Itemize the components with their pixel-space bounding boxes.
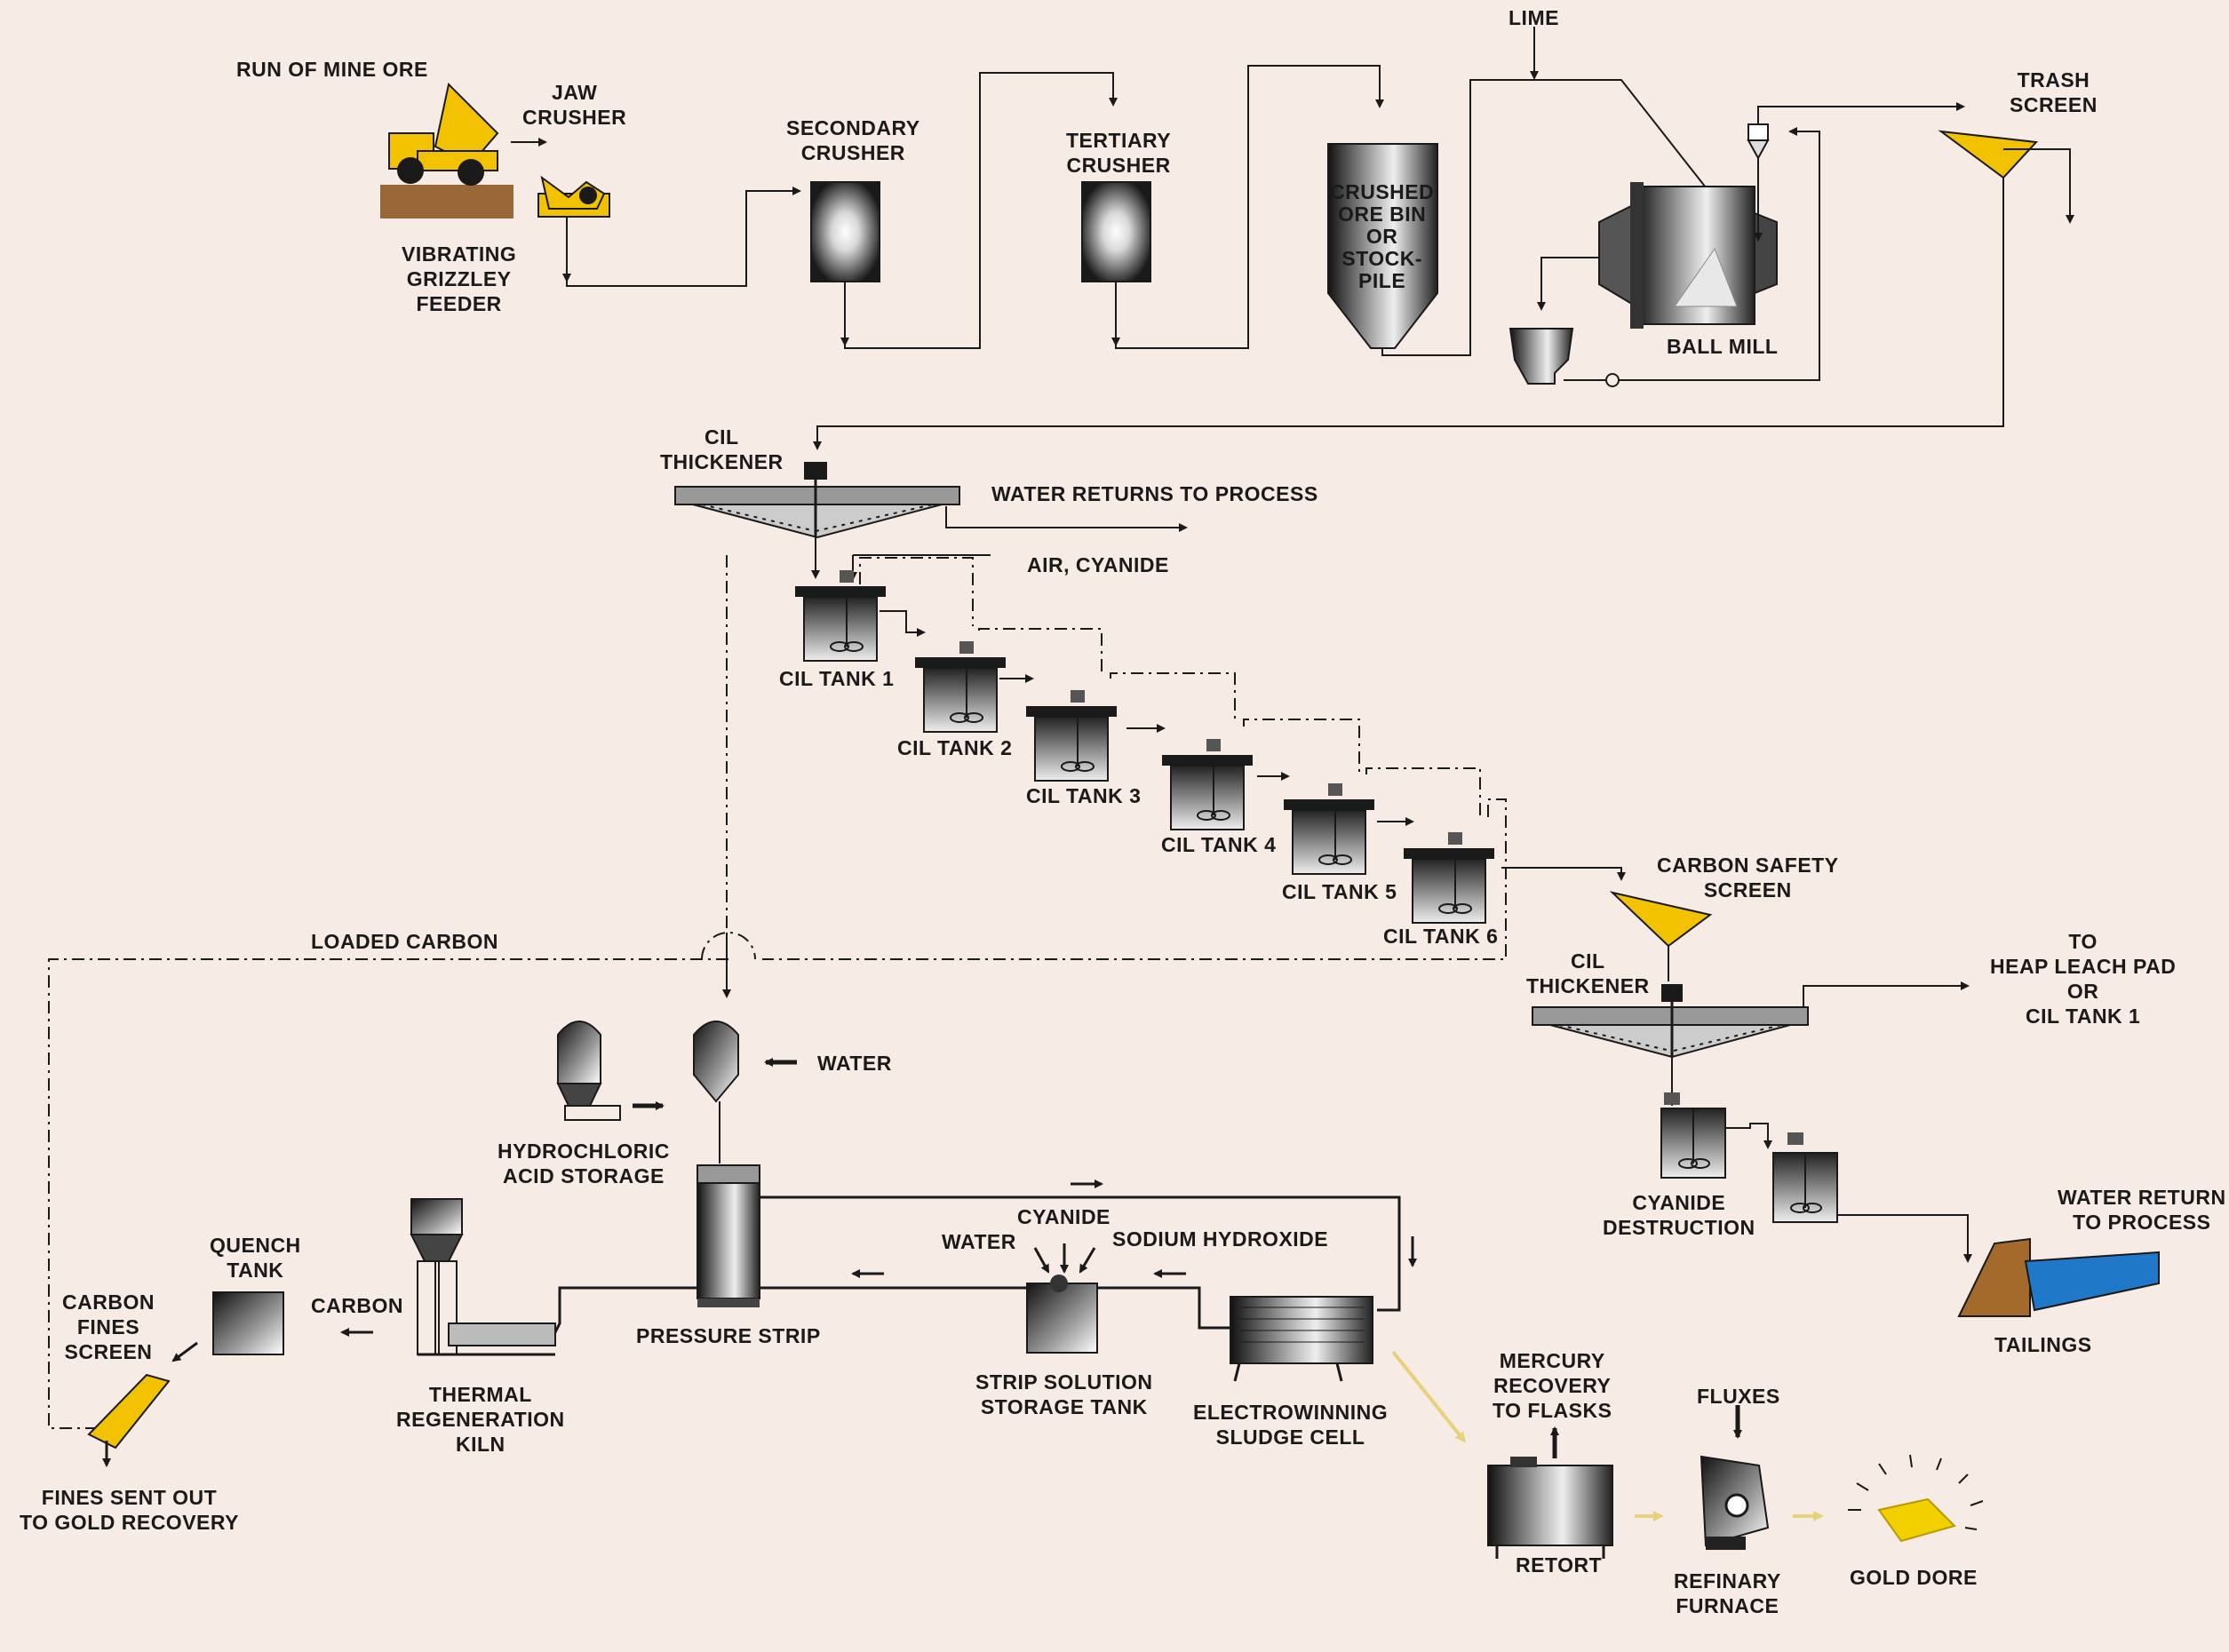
- cil-tanks-group: [795, 570, 1494, 924]
- electrowinning-cell-icon: [1230, 1296, 1373, 1382]
- label-hydrochloric-acid-storage: HYDROCHLORIC ACID STORAGE: [498, 1140, 670, 1187]
- label-refinary-furnace: REFINARY FURNACE: [1674, 1569, 1781, 1617]
- mill-discharge-sump: [1509, 328, 1574, 385]
- flow-line: [844, 72, 1118, 349]
- gold-bar-icon: [1848, 1454, 1984, 1543]
- label-air-cyanide: AIR, CYANIDE: [1027, 553, 1169, 576]
- carbon-fines-screen-icon: [87, 1373, 171, 1449]
- ball-mill-icon: [1598, 182, 1778, 329]
- cil-tank-1-icon: [795, 570, 886, 662]
- cil-tank-2-icon: [915, 641, 1006, 733]
- to-heap-leach-arrow: [1803, 981, 1970, 1008]
- label-fines-sent-out: FINES SENT OUT TO GOLD RECOVERY: [20, 1486, 239, 1534]
- cyanide-destruction-tank-1: [1660, 1092, 1726, 1179]
- label-cil-tank-6: CIL TANK 6: [1383, 925, 1499, 948]
- cil-thickener-2-icon: [1532, 984, 1809, 1059]
- label-carbon: CARBON: [311, 1294, 403, 1317]
- label-lime: LIME: [1509, 6, 1559, 29]
- pump-icon: [1605, 373, 1620, 387]
- label-mercury-recovery: MERCURY RECOVERY TO FLASKS: [1493, 1349, 1612, 1422]
- thermal-regeneration-kiln-icon: [410, 1198, 556, 1356]
- refinery-furnace-icon: [1700, 1455, 1770, 1550]
- label-trash-screen: TRASH SCREEN: [2010, 68, 2098, 116]
- label-cil-thickener-2: CIL THICKENER: [1526, 949, 1650, 997]
- label-gold-dore: GOLD DORE: [1850, 1566, 1978, 1589]
- pressure-strip-vessel-icon: [697, 1164, 760, 1307]
- carbon-safety-screen-icon: [1609, 891, 1713, 948]
- flow-line: [813, 178, 2004, 450]
- retort-icon: [1487, 1457, 1613, 1559]
- label-thermal-regeneration-kiln: THERMAL REGENERATION KILN: [396, 1383, 565, 1456]
- label-water-return-to-process: WATER RETURN TO PROCESS: [2058, 1186, 2226, 1234]
- label-cil-tank-5: CIL TANK 5: [1282, 880, 1397, 903]
- label-cyanide: CYANIDE: [1017, 1205, 1111, 1228]
- cil-thickener-1-icon: [674, 462, 960, 539]
- tertiary-crusher-icon: [1081, 181, 1151, 282]
- hydrochloric-acid-tank-icon: [556, 1021, 621, 1121]
- flow-line: [1564, 127, 1820, 381]
- cil-tank-6-icon: [1404, 832, 1494, 924]
- carbon-flow-lines: [48, 555, 1507, 1429]
- label-tertiary-crusher: TERTIARY CRUSHER: [1066, 129, 1172, 177]
- label-cil-tank-4: CIL TANK 4: [1161, 833, 1277, 856]
- label-carbon-fines-screen: CARBON FINES SCREEN: [62, 1291, 155, 1363]
- label-retort: RETORT: [1516, 1553, 1603, 1577]
- cyclone-icon: [1747, 123, 1770, 161]
- label-run-of-mine-ore: RUN OF MINE ORE: [236, 58, 428, 81]
- label-sodium-hydroxide: SODIUM HYDROXIDE: [1112, 1227, 1329, 1251]
- label-cil-thickener-1: CIL THICKENER: [660, 425, 784, 473]
- label-cil-tank-3: CIL TANK 3: [1026, 784, 1142, 807]
- secondary-crusher-icon: [810, 181, 880, 282]
- label-quench-tank: QUENCH TANK: [210, 1234, 301, 1282]
- water-returns-arrow: [945, 506, 1188, 532]
- cil-tank-5-icon: [1284, 783, 1374, 875]
- label-water-2: WATER: [942, 1230, 1016, 1253]
- label-strip-solution-storage-tank: STRIP SOLUTION STORAGE TANK: [975, 1370, 1153, 1418]
- label-carbon-safety-screen: CARBON SAFETY SCREEN: [1657, 854, 1839, 901]
- jaw-crusher: [537, 175, 610, 218]
- label-cil-tank-2: CIL TANK 2: [897, 736, 1013, 759]
- label-fluxes: FLUXES: [1697, 1385, 1780, 1408]
- cil-tank-3-icon: [1026, 690, 1117, 782]
- strip-solution-storage-tank-icon: [1026, 1275, 1098, 1354]
- label-tailings: TAILINGS: [1994, 1333, 2092, 1356]
- acid-wash-vessel-icon: [693, 1021, 739, 1103]
- trash-screen-icon: [1938, 130, 2039, 179]
- cyanide-destruction-tank-2: [1772, 1132, 1838, 1223]
- quench-tank-icon: [212, 1291, 284, 1355]
- strip-flow-line: [760, 1195, 1401, 1312]
- label-secondary-crusher: SECONDARY CRUSHER: [786, 116, 920, 164]
- crushed-ore-bin-icon: [1327, 143, 1438, 349]
- label-pressure-strip: PRESSURE STRIP: [636, 1324, 821, 1347]
- cil-tank-4-icon: [1162, 739, 1253, 830]
- label-electrowinning-sludge-cell: ELECTROWINNING SLUDGE CELL: [1193, 1401, 1389, 1449]
- label-crushed-ore-bin: CRUSHED ORE BIN OR STOCK- PILE: [1330, 180, 1435, 292]
- flow-line: [1757, 102, 1965, 124]
- flow-line: [1537, 257, 1599, 311]
- label-vibrating-grizzley-feeder: VIBRATING GRIZZLEY FEEDER: [402, 242, 517, 315]
- label-cyanide-destruction: CYANIDE DESTRUCTION: [1603, 1191, 1755, 1239]
- label-water: WATER: [817, 1052, 892, 1075]
- label-loaded-carbon: LOADED CARBON: [311, 930, 498, 953]
- label-jaw-crusher: JAW CRUSHER: [522, 81, 627, 129]
- flow-line: [1381, 79, 1743, 356]
- label-ball-mill: BALL MILL: [1667, 335, 1779, 358]
- label-to-heap-leach: TO HEAP LEACH PAD OR CIL TANK 1: [1990, 930, 2177, 1028]
- label-cil-tank-1: CIL TANK 1: [779, 667, 895, 690]
- label-water-returns-to-process: WATER RETURNS TO PROCESS: [991, 482, 1318, 505]
- haul-truck: [380, 82, 513, 218]
- tailings-pond-icon: [1957, 1237, 2160, 1317]
